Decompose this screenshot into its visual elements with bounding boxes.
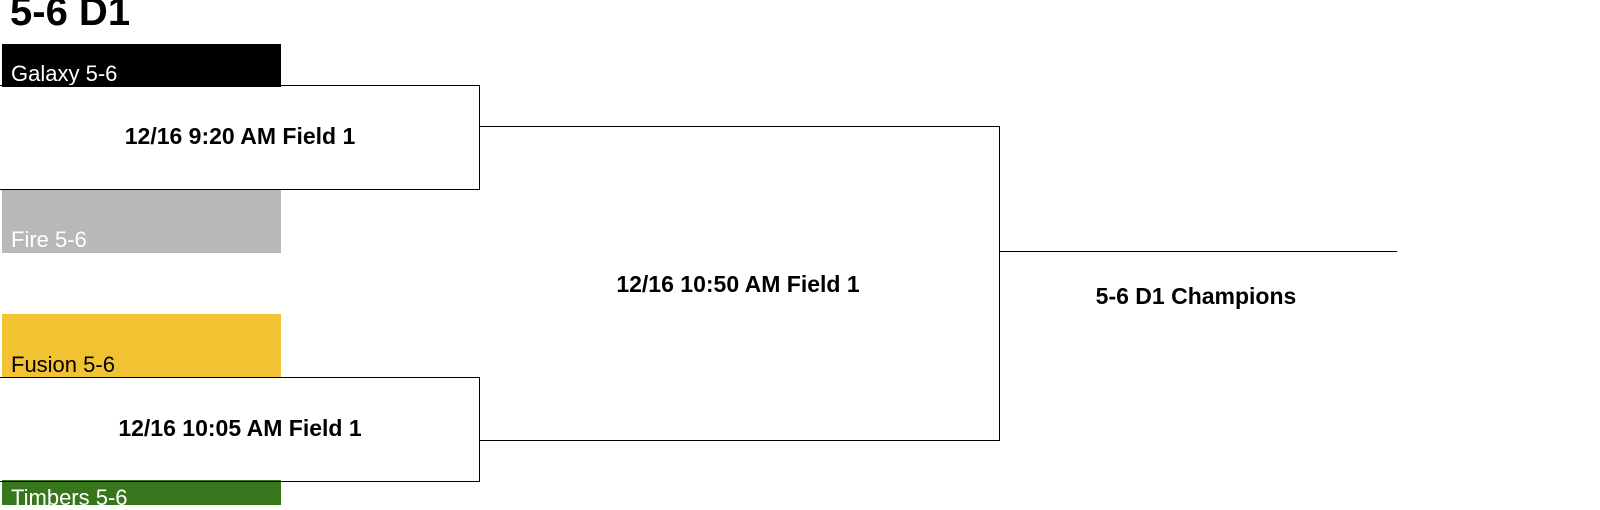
team-name: Timbers 5-6: [11, 485, 128, 510]
semifinal-1-label: 12/16 9:20 AM Field 1: [124, 123, 356, 149]
team-name: Galaxy 5-6: [11, 61, 118, 86]
team-slot-galaxy: Galaxy 5-6: [2, 44, 281, 87]
bracket-title: 5-6 D1: [10, 0, 131, 34]
team-name: Fusion 5-6: [11, 352, 115, 377]
final-bracket-line: [480, 126, 1000, 441]
semifinal-1-bracket-line: [0, 85, 480, 190]
semifinal-2-bracket-line: [0, 377, 480, 482]
team-slot-fusion: Fusion 5-6: [2, 314, 281, 378]
champion-label: 5-6 D1 Champions: [1095, 283, 1297, 309]
final-game-label: 12/16 10:50 AM Field 1: [616, 271, 860, 297]
team-slot-timbers: Timbers 5-6: [2, 480, 281, 509]
team-slot-fire: Fire 5-6: [2, 190, 281, 253]
champion-line: [1000, 251, 1397, 252]
team-name: Fire 5-6: [11, 227, 87, 252]
semifinal-2-label: 12/16 10:05 AM Field 1: [118, 415, 362, 441]
